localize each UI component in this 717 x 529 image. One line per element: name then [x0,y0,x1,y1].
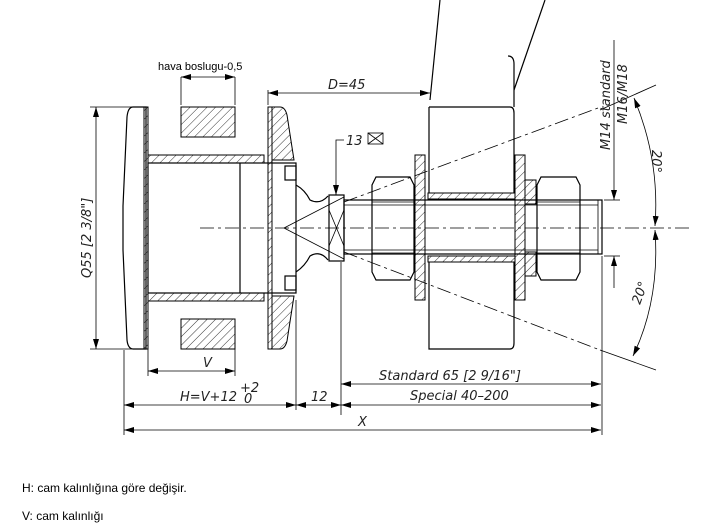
note-h: H: cam kalınlığına göre değişir. [22,481,187,495]
body [147,162,345,294]
standard-label: Standard 65 [2 9/16"] [379,369,521,384]
d-label: D=45 [328,78,365,93]
spacer-top [524,179,537,205]
thread-alt-label: M16/M18 [616,64,631,124]
washer-left [414,154,426,301]
nut-left [371,176,415,281]
washer-right [514,154,526,301]
thread-dimension [604,40,620,288]
extension-lines [123,256,603,435]
diameter-dimension [90,106,133,350]
h-tolerance-upper: +2 [240,381,259,396]
left-rosette [122,106,149,350]
v-dimension [147,349,236,376]
angle-top-label: 20° [648,150,663,173]
v-label: V [203,356,213,371]
diameter-label: Q55 [2 3/8"] [80,198,95,278]
angle-line-top [343,107,599,203]
thread-label: M14 standard [599,59,614,150]
glass-panel [428,0,546,350]
angle-bottom-label: 20° [630,280,652,307]
bolt [343,199,603,255]
sleeve-top [147,154,265,164]
angle-line-bottom [343,251,601,351]
note-v: V: cam kalınlığı [22,509,104,523]
special-label: Special 40–200 [410,389,509,404]
bushing-bottom [427,255,516,263]
angle-dimension [632,97,659,357]
air-gap-label: hava boslugu-0,5 [158,61,242,73]
d-dimension [267,90,430,105]
right-rosette [267,106,295,350]
wrench-label: 13 [346,134,363,149]
x-label: X [357,415,368,430]
wrench-callout [333,132,384,195]
nut-right [536,176,581,281]
gap-label: 12 [311,390,328,405]
h-tolerance-lower: 0 [244,392,252,407]
sleeve-bottom [147,292,265,302]
bushing-top [427,192,516,200]
glass-pad-top [180,106,236,138]
glass-pad-bottom [180,318,236,350]
spacer-bottom [524,251,537,277]
air-gap-dimension [180,74,236,105]
h-label: H=V+12 [180,390,237,405]
